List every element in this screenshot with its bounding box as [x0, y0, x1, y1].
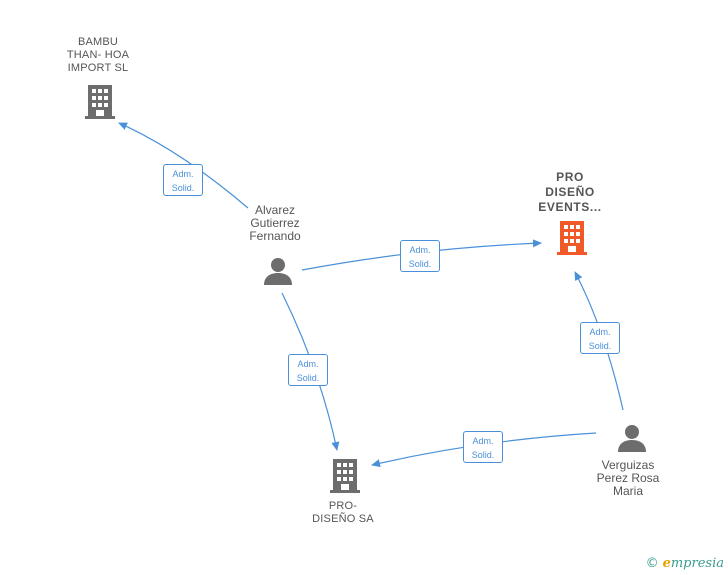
edge-label-line1: Adm.	[409, 245, 431, 255]
edge-label-alvarez-pro-diseno-sa: Adm. Solid.	[288, 354, 328, 386]
edge-label-line2: Solid.	[471, 450, 495, 460]
edge-label-verguizas-pro-diseno-events: Adm. Solid.	[580, 322, 620, 354]
edge-label-line1: Adm.	[297, 359, 319, 369]
brand-rest: mpresia	[670, 556, 724, 571]
edge-label-line1: Adm.	[172, 169, 194, 179]
copyright-icon: ©	[645, 556, 659, 571]
edge-label-line1: Adm.	[589, 327, 611, 337]
edge-label-line2: Solid.	[588, 341, 612, 351]
edge-label-line2: Solid.	[408, 259, 432, 269]
building-icon[interactable]	[85, 85, 115, 124]
edge-label-alvarez-pro-diseno-events: Adm. Solid.	[400, 240, 440, 272]
node-label-alvarez[interactable]: Alvarez Gutierrez Fernando	[249, 203, 301, 243]
building-icon-highlight[interactable]	[557, 221, 587, 260]
building-icon[interactable]	[330, 459, 360, 498]
brand-initial: e	[662, 556, 671, 571]
edge-label-line2: Solid.	[296, 373, 320, 383]
person-icon[interactable]	[263, 256, 293, 291]
person-icon[interactable]	[617, 423, 647, 458]
empresia-logo: ©empresia	[646, 556, 724, 571]
edge-label-verguizas-pro-diseno-sa: Adm. Solid.	[463, 431, 503, 463]
edge-label-line1: Adm.	[472, 436, 494, 446]
edge-alvarez-bambu	[118, 122, 249, 209]
node-label-pro-diseno-events[interactable]: PRO DISEÑO EVENTS...	[538, 170, 602, 214]
edge-label-line2: Solid.	[171, 183, 195, 193]
node-label-bambu[interactable]: BAMBU THAN- HOA IMPORT SL	[66, 36, 130, 74]
edge-label-alvarez-bambu: Adm. Solid.	[163, 164, 203, 196]
node-label-verguizas[interactable]: Verguizas Perez Rosa Maria	[596, 458, 660, 498]
node-label-pro-diseno-sa[interactable]: PRO- DISEÑO SA	[312, 500, 374, 525]
